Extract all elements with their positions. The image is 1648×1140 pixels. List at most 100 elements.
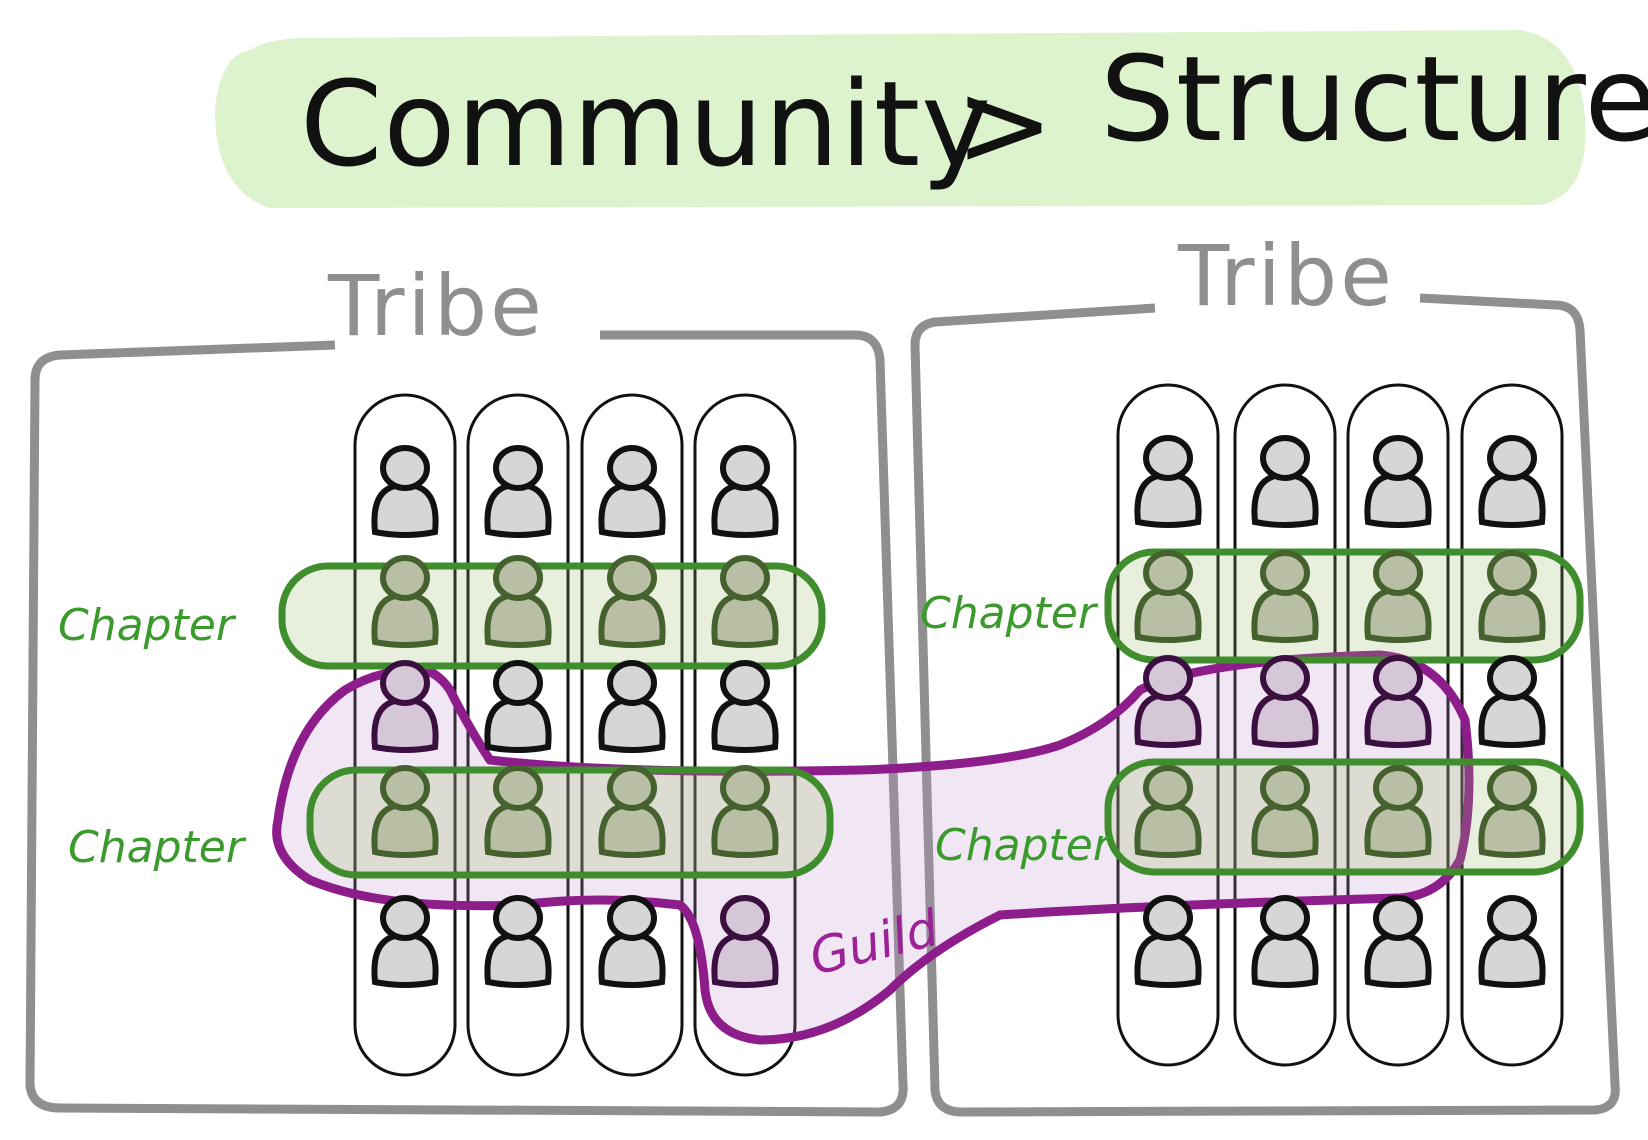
person-icon — [1478, 655, 1546, 748]
person-icon — [1251, 435, 1319, 528]
person-icon — [1478, 550, 1546, 643]
person-icon — [1134, 765, 1202, 858]
person-body — [1251, 472, 1319, 528]
person-icon — [598, 895, 666, 988]
people-grid — [371, 435, 1546, 988]
person-head — [1143, 550, 1193, 596]
person-body — [1478, 472, 1546, 528]
person-body — [1251, 587, 1319, 643]
person-icon — [484, 555, 552, 648]
person-icon — [598, 555, 666, 648]
tribe-box-right — [910, 293, 1620, 1117]
person-icon — [711, 765, 779, 858]
person-head — [720, 555, 770, 601]
person-icon — [371, 765, 439, 858]
person-body — [711, 932, 779, 988]
person-head — [493, 895, 543, 941]
person-head — [607, 445, 657, 491]
title-separator: > — [955, 55, 1055, 193]
person-head — [493, 445, 543, 491]
person-icon — [1364, 435, 1432, 528]
person-head — [1143, 435, 1193, 481]
person-head — [493, 555, 543, 601]
person-icon — [1134, 655, 1202, 748]
person-head — [380, 895, 430, 941]
person-icon — [711, 445, 779, 538]
person-icon — [1364, 765, 1432, 858]
person-icon — [598, 445, 666, 538]
person-head — [1143, 655, 1193, 701]
person-icon — [1251, 895, 1319, 988]
person-head — [1143, 765, 1193, 811]
chapter-label-right-top: Chapter — [920, 588, 1099, 639]
person-body — [1251, 802, 1319, 858]
person-body — [484, 592, 552, 648]
person-head — [1260, 655, 1310, 701]
person-icon — [371, 555, 439, 648]
person-body — [598, 592, 666, 648]
person-head — [720, 895, 770, 941]
chapter-band-right-top — [1104, 548, 1584, 664]
person-head — [1143, 895, 1193, 941]
chapter-label-left-top: Chapter — [58, 600, 237, 651]
person-head — [720, 445, 770, 491]
person-head — [1487, 435, 1537, 481]
person-head — [720, 660, 770, 706]
person-head — [1487, 655, 1537, 701]
person-head — [1373, 550, 1423, 596]
chapter-band-right-bottom — [1104, 758, 1584, 876]
person-body — [1478, 692, 1546, 748]
person-head — [607, 555, 657, 601]
person-body — [1134, 802, 1202, 858]
person-icon — [1134, 435, 1202, 528]
person-head — [1487, 550, 1537, 596]
person-head — [607, 765, 657, 811]
person-body — [1364, 692, 1432, 748]
person-body — [371, 592, 439, 648]
person-body — [484, 697, 552, 753]
title-right: Structure — [1100, 30, 1648, 168]
person-body — [1364, 932, 1432, 988]
person-body — [371, 697, 439, 753]
tribe-label-right: Tribe — [1177, 227, 1395, 325]
person-icon — [1251, 765, 1319, 858]
person-icon — [484, 895, 552, 988]
person-body — [598, 932, 666, 988]
person-body — [598, 697, 666, 753]
person-head — [1260, 895, 1310, 941]
person-head — [1260, 435, 1310, 481]
person-body — [1478, 932, 1546, 988]
person-body — [1134, 472, 1202, 528]
person-head — [720, 765, 770, 811]
person-icon — [1134, 550, 1202, 643]
person-body — [1364, 587, 1432, 643]
person-head — [1487, 895, 1537, 941]
person-icon — [1251, 655, 1319, 748]
person-icon — [711, 660, 779, 753]
tribe-label-left: Tribe — [327, 257, 545, 355]
person-icon — [371, 445, 439, 538]
person-icon — [598, 765, 666, 858]
person-icon — [484, 660, 552, 753]
person-head — [607, 895, 657, 941]
person-head — [1260, 550, 1310, 596]
person-body — [598, 802, 666, 858]
person-icon — [1478, 895, 1546, 988]
person-icon — [711, 555, 779, 648]
person-icon — [484, 445, 552, 538]
person-icon — [598, 660, 666, 753]
person-body — [1364, 472, 1432, 528]
person-icon — [1134, 895, 1202, 988]
person-body — [484, 802, 552, 858]
person-body — [598, 482, 666, 538]
person-body — [371, 802, 439, 858]
person-body — [1478, 587, 1546, 643]
chapter-label-left-bottom: Chapter — [68, 822, 247, 873]
person-head — [380, 555, 430, 601]
person-icon — [1364, 655, 1432, 748]
person-head — [1487, 765, 1537, 811]
person-icon — [371, 660, 439, 753]
tribe-box-left — [25, 330, 908, 1117]
person-body — [1134, 932, 1202, 988]
